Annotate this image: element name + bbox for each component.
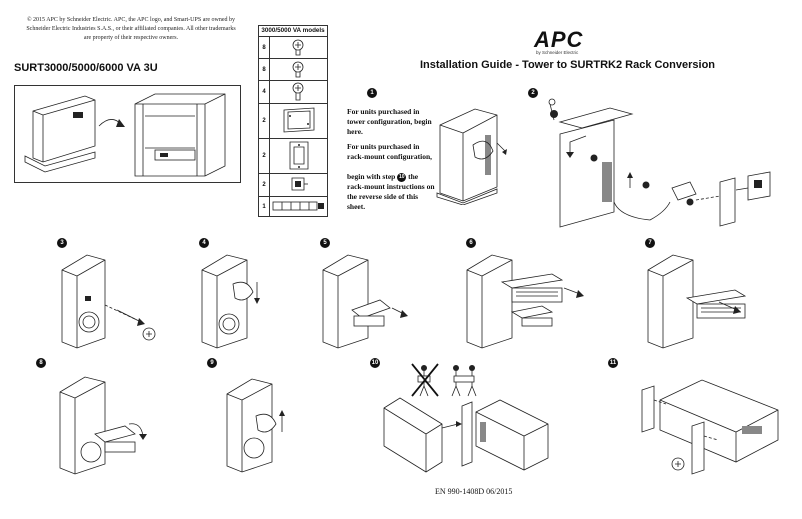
step-badge: 2	[528, 88, 538, 98]
part-quantity: 2	[259, 174, 270, 196]
schneider-tagline: by Schneider Electric	[536, 50, 579, 55]
rack-instruction-line1: For units purchased in rack-mount config…	[347, 142, 432, 161]
overview-illustration	[14, 85, 241, 183]
part-quantity: 4	[259, 81, 270, 103]
screw-icon	[270, 37, 327, 58]
parts-row: 2	[259, 174, 327, 197]
step-badge: 3	[57, 238, 67, 248]
step-badge: 4	[199, 238, 209, 248]
step9-illustration	[222, 374, 302, 474]
step11-illustration	[632, 370, 782, 480]
parts-list-table: 3000/5000 VA models 8 8 4 2 2 2	[258, 25, 328, 217]
step7-illustration	[643, 250, 753, 350]
page-title: Installation Guide - Tower to SURTRK2 Ra…	[420, 59, 716, 71]
part-quantity: 1	[259, 197, 270, 216]
step-badge: 1	[367, 88, 377, 98]
step-ref-badge: 10	[397, 172, 407, 182]
parts-row: 8	[259, 37, 327, 59]
parts-list-header: 3000/5000 VA models	[259, 26, 327, 37]
part-quantity: 8	[259, 37, 270, 58]
parts-row: 4	[259, 81, 327, 104]
part-quantity: 2	[259, 104, 270, 138]
step-badge: 6	[466, 238, 476, 248]
tower-instruction: For units purchased in tower configurati…	[347, 107, 432, 136]
step3-illustration	[57, 250, 167, 350]
mounting-bracket-icon	[270, 104, 327, 138]
two-person-lift-icon	[451, 365, 477, 397]
model-heading: SURT3000/5000/6000 VA 3U	[14, 62, 158, 74]
rack-instruction-rest: the rack-mount instructions on the rever…	[347, 172, 435, 211]
rail-kit-icon	[270, 197, 327, 216]
parts-row: 2	[259, 104, 327, 139]
handle-bracket-icon	[270, 139, 327, 173]
step2-illustration	[540, 92, 780, 237]
step-badge: 11	[608, 358, 618, 368]
part-quantity: 2	[259, 139, 270, 173]
step-badge: 10	[370, 358, 380, 368]
step10-illustration	[380, 362, 550, 482]
screw-icon	[270, 81, 327, 103]
step-badge: 7	[645, 238, 655, 248]
rack-instruction-begin: begin with step	[347, 172, 396, 181]
rack-instruction: begin with step 10 the rack-mount instru…	[347, 172, 437, 212]
step1-illustration	[435, 105, 510, 205]
parts-row: 1	[259, 197, 327, 216]
step5-illustration	[318, 250, 418, 350]
apc-logo: APC	[534, 27, 584, 52]
step-badge: 8	[36, 358, 46, 368]
step-badge: 9	[207, 358, 217, 368]
one-person-lift-prohibited-icon	[411, 363, 439, 397]
parts-row: 2	[259, 139, 327, 174]
part-quantity: 8	[259, 59, 270, 80]
step6-illustration	[462, 250, 592, 350]
parts-row: 8	[259, 59, 327, 81]
clip-icon	[270, 174, 327, 196]
step4-illustration	[197, 250, 277, 350]
step8-illustration	[55, 372, 165, 477]
screw-icon	[270, 59, 327, 80]
step-badge: 5	[320, 238, 330, 248]
copyright-notice: © 2015 APC by Schneider Electric. APC, t…	[26, 17, 236, 41]
document-number: EN 990-1408D 06/2015	[435, 487, 513, 496]
